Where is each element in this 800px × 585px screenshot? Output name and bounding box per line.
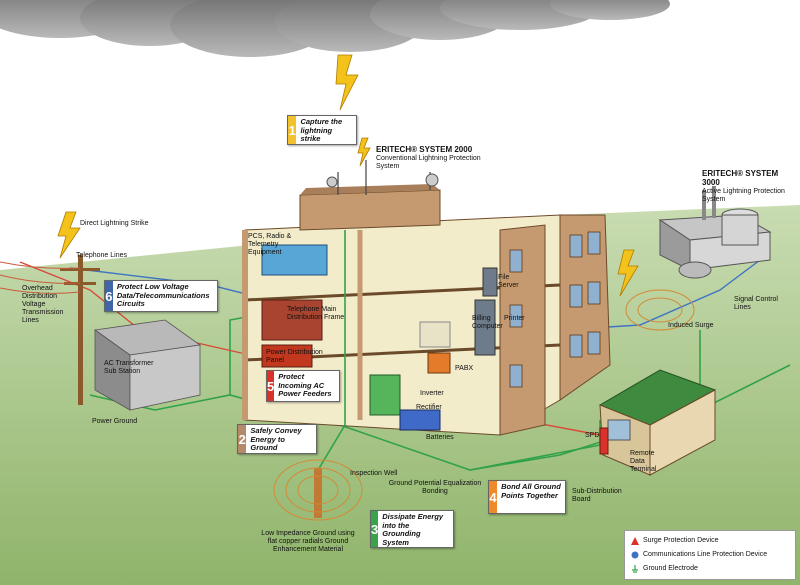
label-induced-surge: Induced Surge <box>668 322 714 329</box>
step-4-text: Bond All Ground Points Together <box>501 482 561 500</box>
label-ground-potential: Ground Potential Equalization Bonding <box>388 480 482 495</box>
label-file-server: File Server <box>498 274 519 289</box>
legend-row-comms: Communications Line Protection Device <box>631 551 767 559</box>
label-overhead-lines: Overhead Distribution Voltage Transmissi… <box>22 285 64 324</box>
system-3000-subtitle: Active Lightning Protection System <box>702 188 785 203</box>
system-2000-subtitle: Conventional Lightning Protection System <box>376 155 481 170</box>
circle-icon <box>631 551 639 559</box>
induced-surge-rings <box>625 289 695 331</box>
step-6-text: Protect Low Voltage Data/Telecommunicati… <box>116 282 210 308</box>
label-telephone-lines: Telephone Lines <box>76 252 127 259</box>
step-4-box: 4 Bond All Ground Points Together <box>488 480 566 514</box>
label-billing-computer: Billing Computer <box>472 315 503 330</box>
step-6-box: 6 Protect Low Voltage Data/Telecommunica… <box>104 280 218 312</box>
step-2-number: 2 <box>238 425 247 453</box>
step-5-text: Protect Incoming AC Power Feeders <box>278 372 332 398</box>
label-printer: Printer <box>504 315 525 322</box>
label-pcs-radio: PCS, Radio & Telemetry Equipment <box>248 233 292 256</box>
label-spd: SPD <box>585 432 600 439</box>
triangle-icon <box>631 537 639 545</box>
legend-row-surge: Surge Protection Device <box>631 537 718 545</box>
label-telephone-main: Telephone Main Distribution Frame <box>287 306 345 321</box>
legend-row-electrode: Ground Electrode <box>631 565 698 573</box>
legend-box: Surge Protection Device Communications L… <box>624 530 796 580</box>
transformer-substation <box>93 319 202 411</box>
label-remote-terminal: Remote Data Terminal <box>630 450 657 473</box>
label-ac-transformer: AC Transformer Sub Station <box>104 360 154 375</box>
system-2000-caption: ERITECH® SYSTEM 2000 Conventional Lightn… <box>376 146 486 171</box>
legend-comms-label: Communications Line Protection Device <box>643 551 768 558</box>
ground-electrode-icon <box>632 565 638 573</box>
step-5-box: 5 Protect Incoming AC Power Feeders <box>266 370 340 402</box>
legend-surge-label: Surge Protection Device <box>643 537 719 544</box>
label-direct-strike: Direct Lightning Strike <box>80 220 149 227</box>
label-inverter: Inverter <box>420 390 444 397</box>
lightning-bolts <box>57 54 639 297</box>
utility-pole <box>0 255 100 405</box>
system-3000-caption: ERITECH® SYSTEM 3000 Active Lightning Pr… <box>702 170 794 204</box>
step-3-box: 3 Dissipate Energy into the Grounding Sy… <box>370 510 454 548</box>
legend-electrode-label: Ground Electrode <box>643 565 698 572</box>
label-batteries: Batteries <box>426 434 454 441</box>
step-1-text: Capture the lightning strike <box>300 117 343 143</box>
system-3000-title: ERITECH® SYSTEM 3000 <box>702 169 779 187</box>
step-3-number: 3 <box>371 511 379 547</box>
label-rectifier: Rectifier <box>416 404 442 411</box>
label-low-impedance: Low Impedance Ground using flat copper r… <box>261 530 355 553</box>
step-3-text: Dissipate Energy into the Grounding Syst… <box>382 512 444 547</box>
label-inspection-well: Inspection Well <box>350 470 398 477</box>
ground-rod <box>273 230 363 521</box>
storm-clouds <box>0 0 670 57</box>
step-4-number: 4 <box>489 481 498 513</box>
label-signal-control: Signal Control Lines <box>734 296 778 311</box>
step-2-box: 2 Safely Convey Energy to Ground <box>237 424 317 454</box>
industrial-plant <box>658 186 772 279</box>
label-power-ground: Power Ground <box>92 418 138 425</box>
label-pabx: PABX <box>455 365 474 372</box>
step-1-number: 1 <box>288 116 297 144</box>
system-2000-title: ERITECH® SYSTEM 2000 <box>376 145 473 154</box>
label-sub-distribution: Sub-Distribution Board <box>572 488 622 503</box>
remote-terminal-hut <box>598 369 717 476</box>
label-power-panel: Power Distribution Panel <box>266 349 323 364</box>
step-6-number: 6 <box>105 281 113 311</box>
step-5-number: 5 <box>267 371 275 401</box>
step-1-box: 1 Capture the lightning strike <box>287 115 357 145</box>
step-2-text: Safely Convey Energy to Ground <box>250 426 302 452</box>
